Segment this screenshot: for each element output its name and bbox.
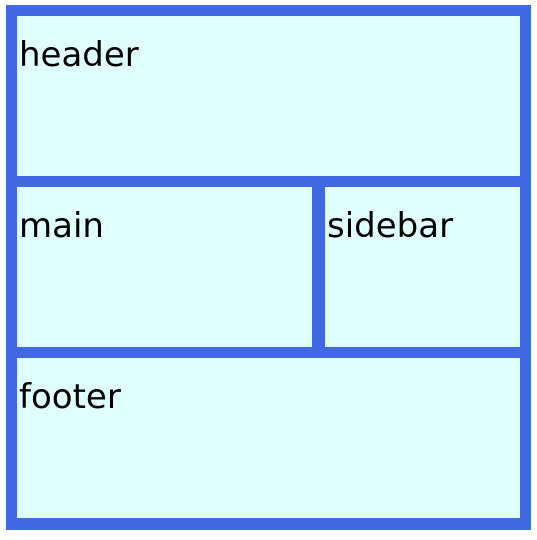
main-region: main — [17, 187, 312, 347]
header-label: header — [19, 35, 139, 75]
footer-label: footer — [19, 377, 121, 417]
sidebar-region: sidebar — [325, 187, 520, 347]
footer-region: footer — [17, 358, 520, 518]
main-label: main — [19, 206, 104, 246]
sidebar-label: sidebar — [327, 206, 454, 246]
grid-layout-container: header main sidebar footer — [6, 5, 531, 530]
header-region: header — [17, 16, 520, 176]
